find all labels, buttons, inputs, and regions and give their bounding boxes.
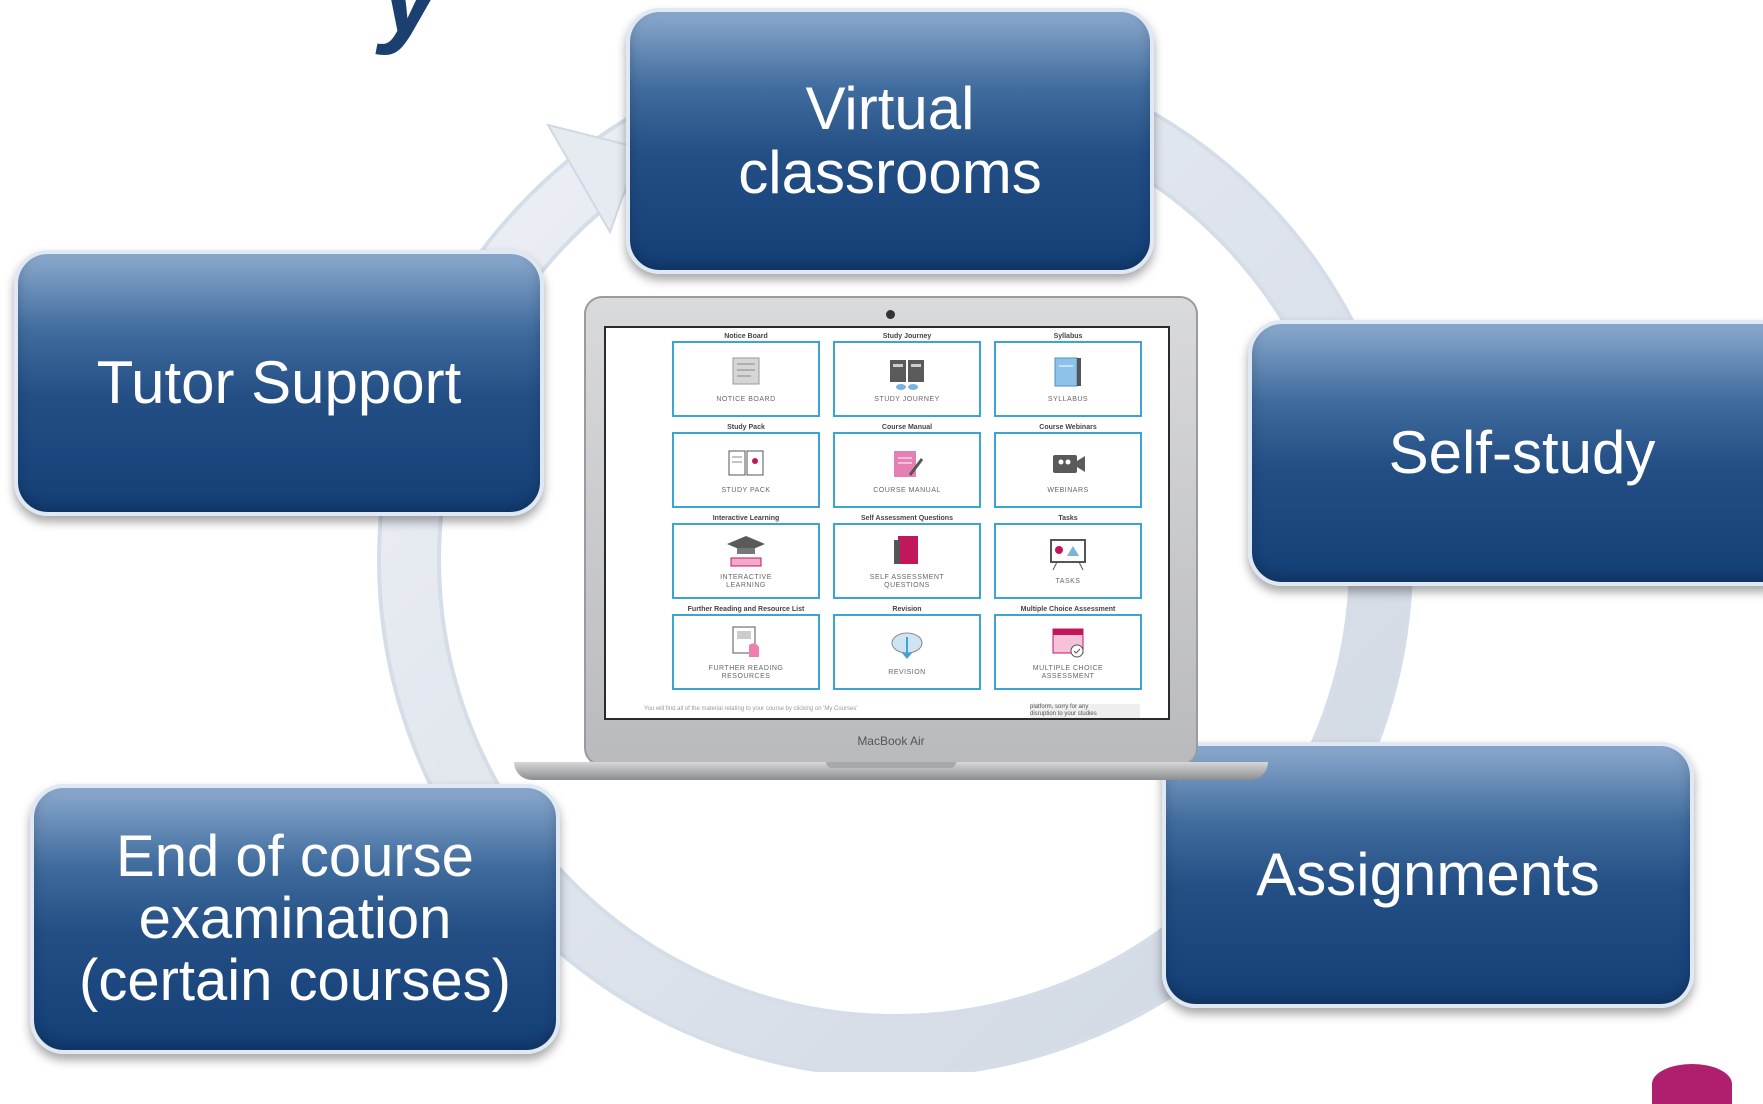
course-tile-box[interactable]: REVISION	[833, 614, 981, 690]
cloud-download-icon	[891, 632, 923, 659]
box-virtual-classrooms-label: Virtual classrooms	[738, 75, 1042, 206]
course-tile-label: SELF ASSESSMENT QUESTIONS	[869, 574, 945, 589]
laptop-notch	[826, 762, 956, 768]
course-tile-label: SYLLABUS	[1047, 396, 1089, 403]
course-tile-box[interactable]: INTERACTIVE LEARNING	[672, 523, 820, 599]
course-tile-box[interactable]: STUDY PACK	[672, 432, 820, 508]
course-tile-header: Tasks	[1058, 515, 1078, 522]
course-tile-label: WEBINARS	[1047, 487, 1089, 494]
calendar-check-icon	[1052, 628, 1084, 658]
course-tile-box[interactable]: WEBINARS	[994, 432, 1142, 508]
course-tile-box[interactable]: FURTHER READING RESOURCES	[672, 614, 820, 690]
course-tile-box[interactable]: NOTICE BOARD	[672, 341, 820, 417]
course-tile-header: Self Assessment Questions	[861, 515, 953, 522]
laptop-camera	[886, 310, 895, 319]
book-icon	[890, 360, 924, 390]
box-tutor-support: Tutor Support	[14, 250, 544, 516]
course-tile-header: Further Reading and Resource List	[687, 606, 805, 613]
course-tile-box[interactable]: SELF ASSESSMENT QUESTIONS	[833, 523, 981, 599]
presentation-board-icon	[1050, 539, 1086, 571]
course-tile-header: Course Webinars	[1039, 424, 1097, 431]
laptop-base	[514, 762, 1268, 780]
course-tile-label: COURSE MANUAL	[873, 487, 941, 494]
course-tile-header: Course Manual	[881, 424, 933, 431]
box-end-of-course-label: End of course examination (certain cours…	[79, 824, 511, 1013]
open-book-icon	[728, 450, 764, 476]
screen-footer-note-2: platform, sorry for any disruption to yo…	[1030, 704, 1140, 718]
course-tile-label: REVISION	[888, 669, 926, 676]
box-self-study: Self-study	[1248, 320, 1763, 586]
box-self-study-label: Self-study	[1388, 419, 1656, 486]
course-tile-header: Notice Board	[724, 333, 768, 340]
video-camera-icon	[1053, 455, 1085, 473]
course-tile-label: MULTIPLE CHOICE ASSESSMENT	[1032, 665, 1104, 680]
course-tile-box[interactable]: STUDY JOURNEY	[833, 341, 981, 417]
screen-footer-note: You will find all of the material relati…	[644, 706, 858, 712]
course-tile-label: INTERACTIVE LEARNING	[720, 574, 772, 589]
course-tile-box[interactable]: MULTIPLE CHOICE ASSESSMENT	[994, 614, 1142, 690]
laptop-brand: MacBook Air	[857, 734, 925, 748]
course-tile-box[interactable]: TASKS	[994, 523, 1142, 599]
graduation-cap-icon	[727, 536, 765, 567]
course-tile-box[interactable]: COURSE MANUAL	[833, 432, 981, 508]
notice-board-icon	[732, 357, 760, 385]
course-tile-header: Interactive Learning	[712, 515, 780, 522]
box-assignments-label: Assignments	[1256, 841, 1600, 908]
syllabus-book-icon	[1054, 357, 1081, 387]
reading-hand-icon	[732, 626, 759, 657]
course-tile-header: Syllabus	[1053, 333, 1083, 340]
course-tile-header: Study Journey	[882, 333, 932, 340]
notebook-icon	[894, 536, 918, 564]
arrow-head	[545, 123, 642, 235]
corner-logo-mark	[1652, 1064, 1732, 1104]
course-tile-header: Study Pack	[727, 424, 765, 431]
box-assignments: Assignments	[1162, 742, 1694, 1008]
course-tile-label: STUDY PACK	[721, 487, 771, 494]
manual-pencil-icon	[894, 451, 924, 477]
box-end-of-course: End of course examination (certain cours…	[30, 784, 560, 1054]
course-tile-label: NOTICE BOARD	[716, 396, 776, 403]
course-tile-label: TASKS	[1055, 578, 1081, 585]
course-tile-header: Multiple Choice Assessment	[1020, 606, 1116, 613]
course-tile-box[interactable]: SYLLABUS	[994, 341, 1142, 417]
course-tile-header: Revision	[892, 606, 922, 613]
course-tile-label: FURTHER READING RESOURCES	[708, 665, 784, 680]
course-tile-label: STUDY JOURNEY	[874, 396, 940, 403]
box-virtual-classrooms: Virtual classrooms	[626, 8, 1154, 274]
box-tutor-support-label: Tutor Support	[96, 349, 462, 416]
title-fragment: y	[380, 0, 441, 50]
